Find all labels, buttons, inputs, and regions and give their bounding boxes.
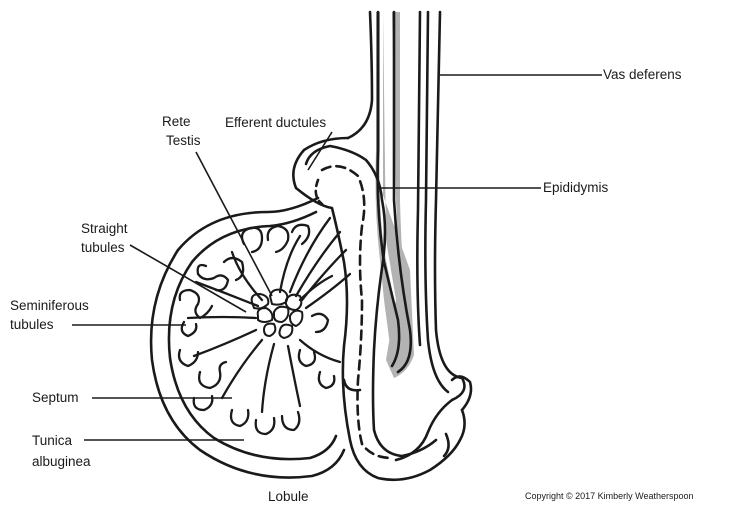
label-vas-deferens: Vas deferens [603,66,682,83]
label-efferent-ductules: Efferent ductules [225,114,326,131]
copyright-text: Copyright © 2017 Kimberly Weatherspoon [525,491,694,501]
label-tunica-albuginea-line2: albuginea [32,453,91,470]
label-rete-testis-line1: Rete [162,113,191,130]
label-rete-testis-line2: Testis [166,132,201,149]
label-seminiferous-tubules-line1: Seminiferous [10,297,89,314]
epididymis-body [293,138,471,480]
leader-efferent-ductules [308,132,332,170]
label-seminiferous-tubules-line2: tubules [10,316,54,333]
leader-straight-tubules [130,245,246,312]
label-epididymis: Epididymis [543,179,608,196]
label-tunica-albuginea-line1: Tunica [32,432,72,449]
label-lobule: Lobule [268,488,309,505]
vas-deferens-duct [348,12,464,460]
label-straight-tubules-line1: Straight [81,220,128,237]
label-straight-tubules-line2: tubules [81,239,125,256]
leader-rete-testis [196,152,272,296]
efferent-ductules [290,218,350,308]
label-septum: Septum [32,389,79,406]
